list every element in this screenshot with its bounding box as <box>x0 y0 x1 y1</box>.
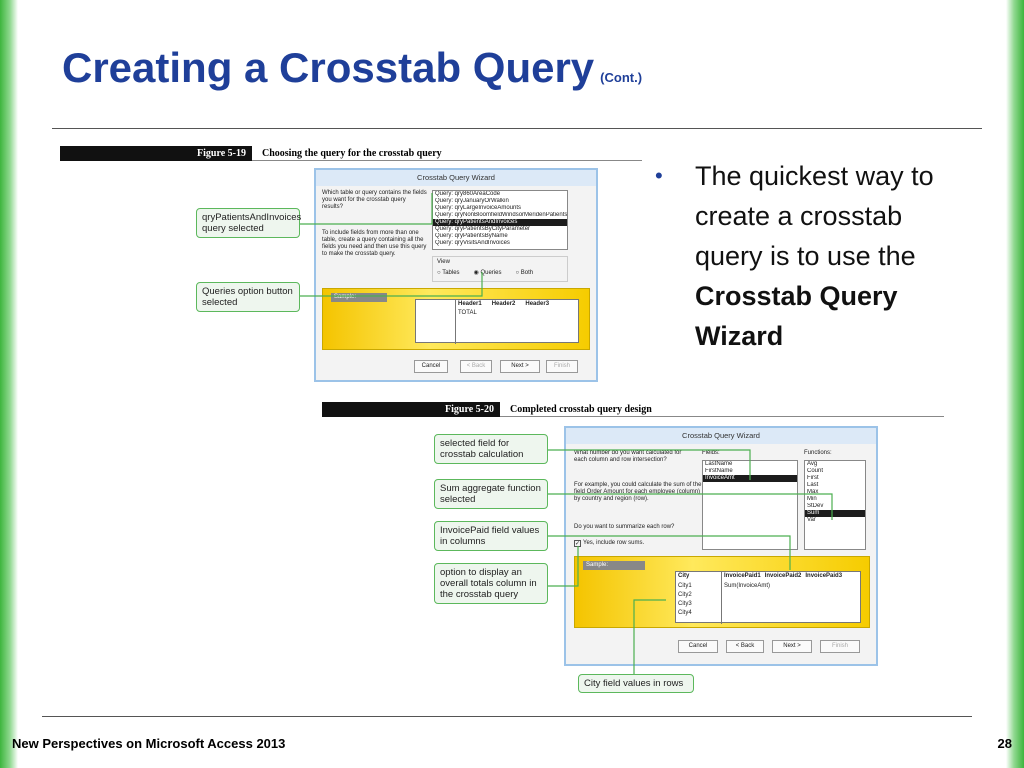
view-label: View <box>437 259 450 265</box>
radio-queries[interactable]: ◉ Queries <box>473 270 502 276</box>
callout-totals-column: option to display an overall totals colu… <box>434 563 548 604</box>
title-suffix: (Cont.) <box>600 70 643 85</box>
callout-query-selected: qryPatientsAndInvoices query selected <box>196 208 301 238</box>
list-item[interactable]: Query: qryJanuaryOrWalkin <box>435 198 509 204</box>
column-header: InvoicePaid3 <box>805 573 843 579</box>
list-item[interactable]: First <box>807 475 819 481</box>
list-item[interactable]: LastName <box>705 461 733 467</box>
list-item-selected[interactable]: Sum <box>805 510 865 517</box>
figure-5-19-header: Figure 5-19 Choosing the query for the c… <box>60 145 642 161</box>
list-item[interactable]: Query: qryPatientsByName <box>435 233 508 239</box>
fields-label: Fields: <box>702 450 720 456</box>
city-row: City3 <box>678 601 692 607</box>
figure-5-20-header: Figure 5-20 Completed crosstab query des… <box>322 401 944 417</box>
callout-sum-function: Sum aggregate function selected <box>434 479 548 509</box>
list-item[interactable]: Query: qryLargeInvoiceAmounts <box>435 205 522 211</box>
city-row: City1 <box>678 583 692 589</box>
wizard-prompt: What number do you want calculated for e… <box>574 450 682 463</box>
list-item[interactable]: Max <box>807 489 819 495</box>
row-header-city: City <box>678 573 690 579</box>
bullet-dot: • <box>655 163 663 188</box>
title-divider <box>52 128 982 129</box>
figure-5-19-number: Figure 5-19 <box>60 145 252 161</box>
checkbox-icon[interactable]: ✓ <box>574 540 581 547</box>
page-number: 28 <box>997 736 1012 751</box>
list-item[interactable]: Query: qryPatientsByCityParameter <box>435 226 531 232</box>
callout-invoicepaid-columns: InvoicePaid field values in columns <box>434 521 548 551</box>
sample-preview: Sample: City City1 City2 City3 City4 Inv… <box>574 556 870 628</box>
list-item-selected[interactable]: Query: qryPatientsAndInvoices <box>433 219 567 226</box>
bullet-bold-text: Crosstab Query Wizard <box>695 281 898 351</box>
header2: Header2 <box>491 301 516 307</box>
finish-button[interactable]: Finish <box>820 640 860 653</box>
crosstab-wizard-dialog-2: Crosstab Query Wizard What number do you… <box>564 426 878 666</box>
bullet-point: • The quickest way to create a crosstab … <box>655 156 975 356</box>
wizard-prompt: Which table or query contains the fields… <box>322 190 427 210</box>
list-item[interactable]: Query: qry860AreaCode <box>435 191 501 197</box>
header3: Header3 <box>525 301 550 307</box>
list-item[interactable]: Var <box>807 517 816 523</box>
sum-expression: Sum(InvoiceAmt) <box>724 583 771 589</box>
list-item[interactable]: Query: qryNonBloomfieldWindsorMeridenPat… <box>435 212 567 218</box>
callout-selected-field: selected field for crosstab calculation <box>434 434 548 464</box>
fields-list[interactable]: LastName FirstName InvoiceAmt <box>702 460 798 550</box>
callout-city-rows: City field values in rows <box>578 674 694 693</box>
functions-label: Functions: <box>804 450 832 456</box>
row-sums-checkbox[interactable]: ✓ Yes, include row sums. <box>574 540 645 547</box>
column-header: InvoicePaid2 <box>764 573 802 579</box>
dialog-title: Crosstab Query Wizard <box>566 428 876 444</box>
sample-label: Sample: <box>583 561 645 570</box>
footer-text: New Perspectives on Microsoft Access 201… <box>12 736 286 751</box>
radio-tables[interactable]: ○ Tables <box>437 270 460 276</box>
cancel-button[interactable]: Cancel <box>678 640 718 653</box>
wizard-example: For example, you could calculate the sum… <box>574 482 702 502</box>
functions-list[interactable]: Avg Count First Last Max Min StDev Sum V… <box>804 460 866 550</box>
sample-preview: Sample: Header1 Header2 Header3 TOTAL <box>322 288 590 350</box>
back-button[interactable]: < Back <box>726 640 764 653</box>
total-label: TOTAL <box>458 310 477 316</box>
cancel-button[interactable]: Cancel <box>414 360 448 373</box>
sample-grid: City City1 City2 City3 City4 InvoicePaid… <box>675 571 861 624</box>
wizard-hint: To include fields from more than one tab… <box>322 230 427 257</box>
list-item[interactable]: FirstName <box>705 468 733 474</box>
city-row: City4 <box>678 610 692 616</box>
crosstab-wizard-dialog-1: Crosstab Query Wizard Which table or que… <box>314 168 598 382</box>
list-item[interactable]: Last <box>807 482 819 488</box>
slide-title: Creating a Crosstab Query(Cont.) <box>62 44 643 91</box>
back-button[interactable]: < Back <box>460 360 492 373</box>
query-list[interactable]: Query: qry860AreaCode Query: qryJanuaryO… <box>432 190 568 250</box>
callout-queries-option: Queries option button selected <box>196 282 300 312</box>
next-button[interactable]: Next > <box>500 360 540 373</box>
column-header: InvoicePaid1 <box>724 573 761 579</box>
city-row: City2 <box>678 592 692 598</box>
footer-divider <box>42 716 972 717</box>
figure-5-19-caption: Choosing the query for the crosstab quer… <box>262 147 442 159</box>
list-item[interactable]: Query: qryVisitsAndInvoices <box>435 240 510 246</box>
sample-grid: Header1 Header2 Header3 TOTAL <box>415 299 579 344</box>
summarize-question: Do you want to summarize each row? <box>574 524 675 530</box>
list-item[interactable]: Avg <box>807 461 818 467</box>
right-green-border <box>1006 0 1024 768</box>
left-green-border <box>0 0 18 768</box>
list-item[interactable]: Min <box>807 496 817 502</box>
list-item[interactable]: Count <box>807 468 824 474</box>
list-item[interactable]: StDev <box>807 503 824 509</box>
figure-5-20-caption: Completed crosstab query design <box>510 403 652 415</box>
bullet-text: The quickest way to create a crosstab qu… <box>695 161 934 271</box>
figure-5-20-number: Figure 5-20 <box>322 401 500 417</box>
dialog-title: Crosstab Query Wizard <box>316 170 596 186</box>
radio-both[interactable]: ○ Both <box>515 270 534 276</box>
list-item-selected[interactable]: InvoiceAmt <box>703 475 797 482</box>
next-button[interactable]: Next > <box>772 640 812 653</box>
header1: Header1 <box>458 301 482 307</box>
sample-label: Sample: <box>331 293 387 302</box>
view-group: View ○ Tables ◉ Queries ○ Both <box>432 256 568 282</box>
finish-button[interactable]: Finish <box>546 360 578 373</box>
